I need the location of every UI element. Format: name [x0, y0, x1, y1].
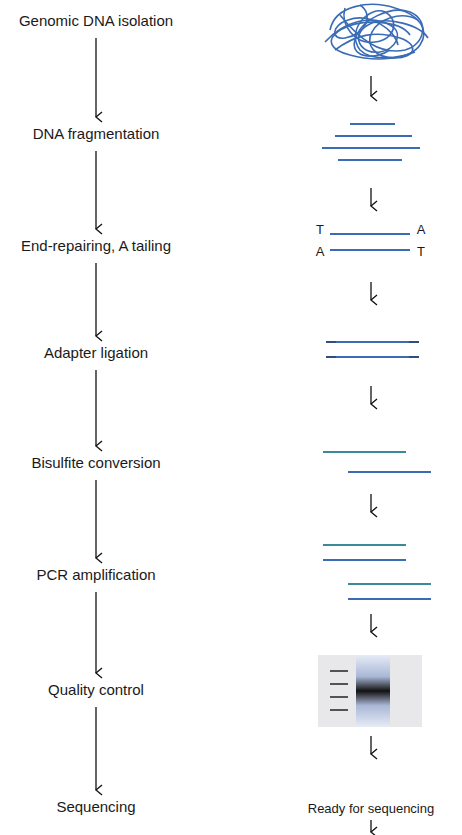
pcr-products — [323, 545, 431, 599]
gel-image — [318, 655, 422, 727]
converted-strands — [323, 452, 431, 472]
flow-arrow — [95, 151, 96, 229]
dna-fragments — [322, 124, 420, 160]
adapter-ligated-dna — [326, 342, 419, 357]
process-step: Bisulfite conversion — [29, 452, 162, 474]
base-letter: T — [417, 244, 425, 260]
status-note: Ready for sequencing — [308, 801, 434, 817]
step-label: PCR amplification — [36, 566, 155, 583]
flow-arrow — [95, 480, 96, 558]
dna-tangle — [325, 4, 428, 58]
flow-arrow — [95, 38, 96, 117]
process-step: End-repairing, A tailing — [19, 235, 173, 257]
step-label: Genomic DNA isolation — [19, 12, 173, 29]
process-step: PCR amplification — [34, 564, 157, 586]
base-letter: A — [316, 244, 325, 260]
step-label: Adapter ligation — [44, 344, 148, 361]
flow-arrow — [95, 263, 96, 336]
flow-arrow — [95, 592, 96, 673]
base-letter: T — [316, 222, 324, 238]
process-step: Adapter ligation — [42, 342, 150, 364]
step-label: End-repairing, A tailing — [21, 237, 171, 254]
process-step: Genomic DNA isolation — [17, 10, 175, 32]
step-label: DNA fragmentation — [33, 125, 160, 142]
step-label: Quality control — [48, 681, 144, 698]
step-label: Sequencing — [56, 798, 135, 815]
flow-arrow — [95, 707, 96, 790]
process-step: DNA fragmentation — [31, 123, 162, 145]
flow-arrow — [95, 370, 96, 446]
step-label: Bisulfite conversion — [31, 454, 160, 471]
end-repaired-dna — [330, 234, 410, 250]
base-letter: A — [417, 222, 426, 238]
process-step: Sequencing — [54, 796, 137, 818]
process-step: Quality control — [46, 679, 146, 701]
